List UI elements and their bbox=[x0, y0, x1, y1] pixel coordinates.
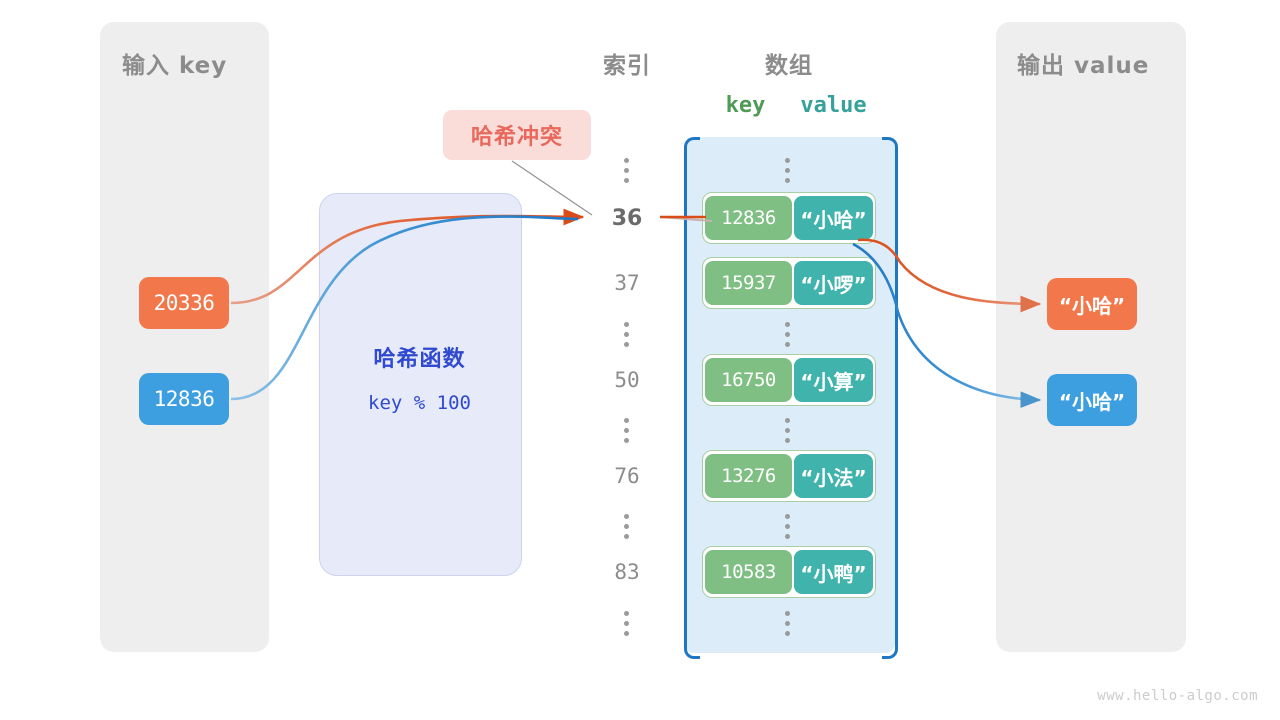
array-ellipsis-5 bbox=[785, 611, 791, 636]
index-label-83: 83 bbox=[614, 560, 640, 584]
index-label-37: 37 bbox=[614, 271, 640, 295]
array-entry-key: 12836 bbox=[705, 196, 792, 240]
hash-function-box bbox=[319, 193, 522, 576]
index-ellipsis-2 bbox=[624, 322, 630, 347]
array-left-bracket bbox=[684, 137, 700, 659]
index-ellipsis-4 bbox=[624, 514, 630, 539]
array-ellipsis-3 bbox=[785, 418, 791, 443]
output-panel bbox=[996, 22, 1186, 652]
input-panel bbox=[100, 22, 269, 652]
array-entry-key: 16750 bbox=[705, 358, 792, 402]
collision-leader-line bbox=[511, 160, 593, 216]
array-entry-value: “小法” bbox=[794, 454, 873, 498]
array-right-bracket bbox=[882, 137, 898, 659]
index-ellipsis-1 bbox=[624, 158, 630, 183]
array-entry-key: 15937 bbox=[705, 261, 792, 305]
array-entry-37: 15937 “小啰” bbox=[702, 257, 876, 309]
output-value-chip-1: “小哈” bbox=[1047, 278, 1137, 330]
input-key-chip-1: 20336 bbox=[139, 277, 229, 329]
input-key-chip-2: 12836 bbox=[139, 373, 229, 425]
array-value-header: value bbox=[800, 93, 867, 118]
index-label-50: 50 bbox=[614, 368, 640, 392]
array-entry-key: 10583 bbox=[705, 550, 792, 594]
input-panel-title: 输入 key bbox=[122, 53, 228, 79]
index-label-76: 76 bbox=[614, 464, 640, 488]
hash-function-title: 哈希函数 bbox=[373, 347, 466, 372]
hash-collision-label: 哈希冲突 bbox=[443, 110, 591, 160]
hash-function-formula: key % 100 bbox=[368, 392, 471, 414]
array-ellipsis-4 bbox=[785, 514, 791, 539]
array-entry-83: 10583 “小鸭” bbox=[702, 546, 876, 598]
array-entry-value: “小啰” bbox=[794, 261, 873, 305]
array-key-header: key bbox=[725, 93, 766, 118]
array-entry-key: 13276 bbox=[705, 454, 792, 498]
array-entry-50: 16750 “小算” bbox=[702, 354, 876, 406]
array-entry-value: “小鸭” bbox=[794, 550, 873, 594]
output-panel-title: 输出 value bbox=[1017, 53, 1150, 79]
array-entry-value: “小哈” bbox=[794, 196, 873, 240]
index-label-36: 36 bbox=[611, 206, 643, 231]
index-ellipsis-3 bbox=[624, 418, 630, 443]
array-header: 数组 bbox=[765, 53, 813, 79]
index-column-header: 索引 bbox=[603, 53, 651, 79]
array-entry-76: 13276 “小法” bbox=[702, 450, 876, 502]
output-value-chip-2: “小哈” bbox=[1047, 374, 1137, 426]
watermark: www.hello-algo.com bbox=[1097, 688, 1258, 704]
array-entry-value: “小算” bbox=[794, 358, 873, 402]
array-ellipsis-2 bbox=[785, 322, 791, 347]
array-entry-36: 12836 “小哈” bbox=[702, 192, 876, 244]
array-ellipsis-1 bbox=[785, 158, 791, 183]
index-ellipsis-5 bbox=[624, 611, 630, 636]
